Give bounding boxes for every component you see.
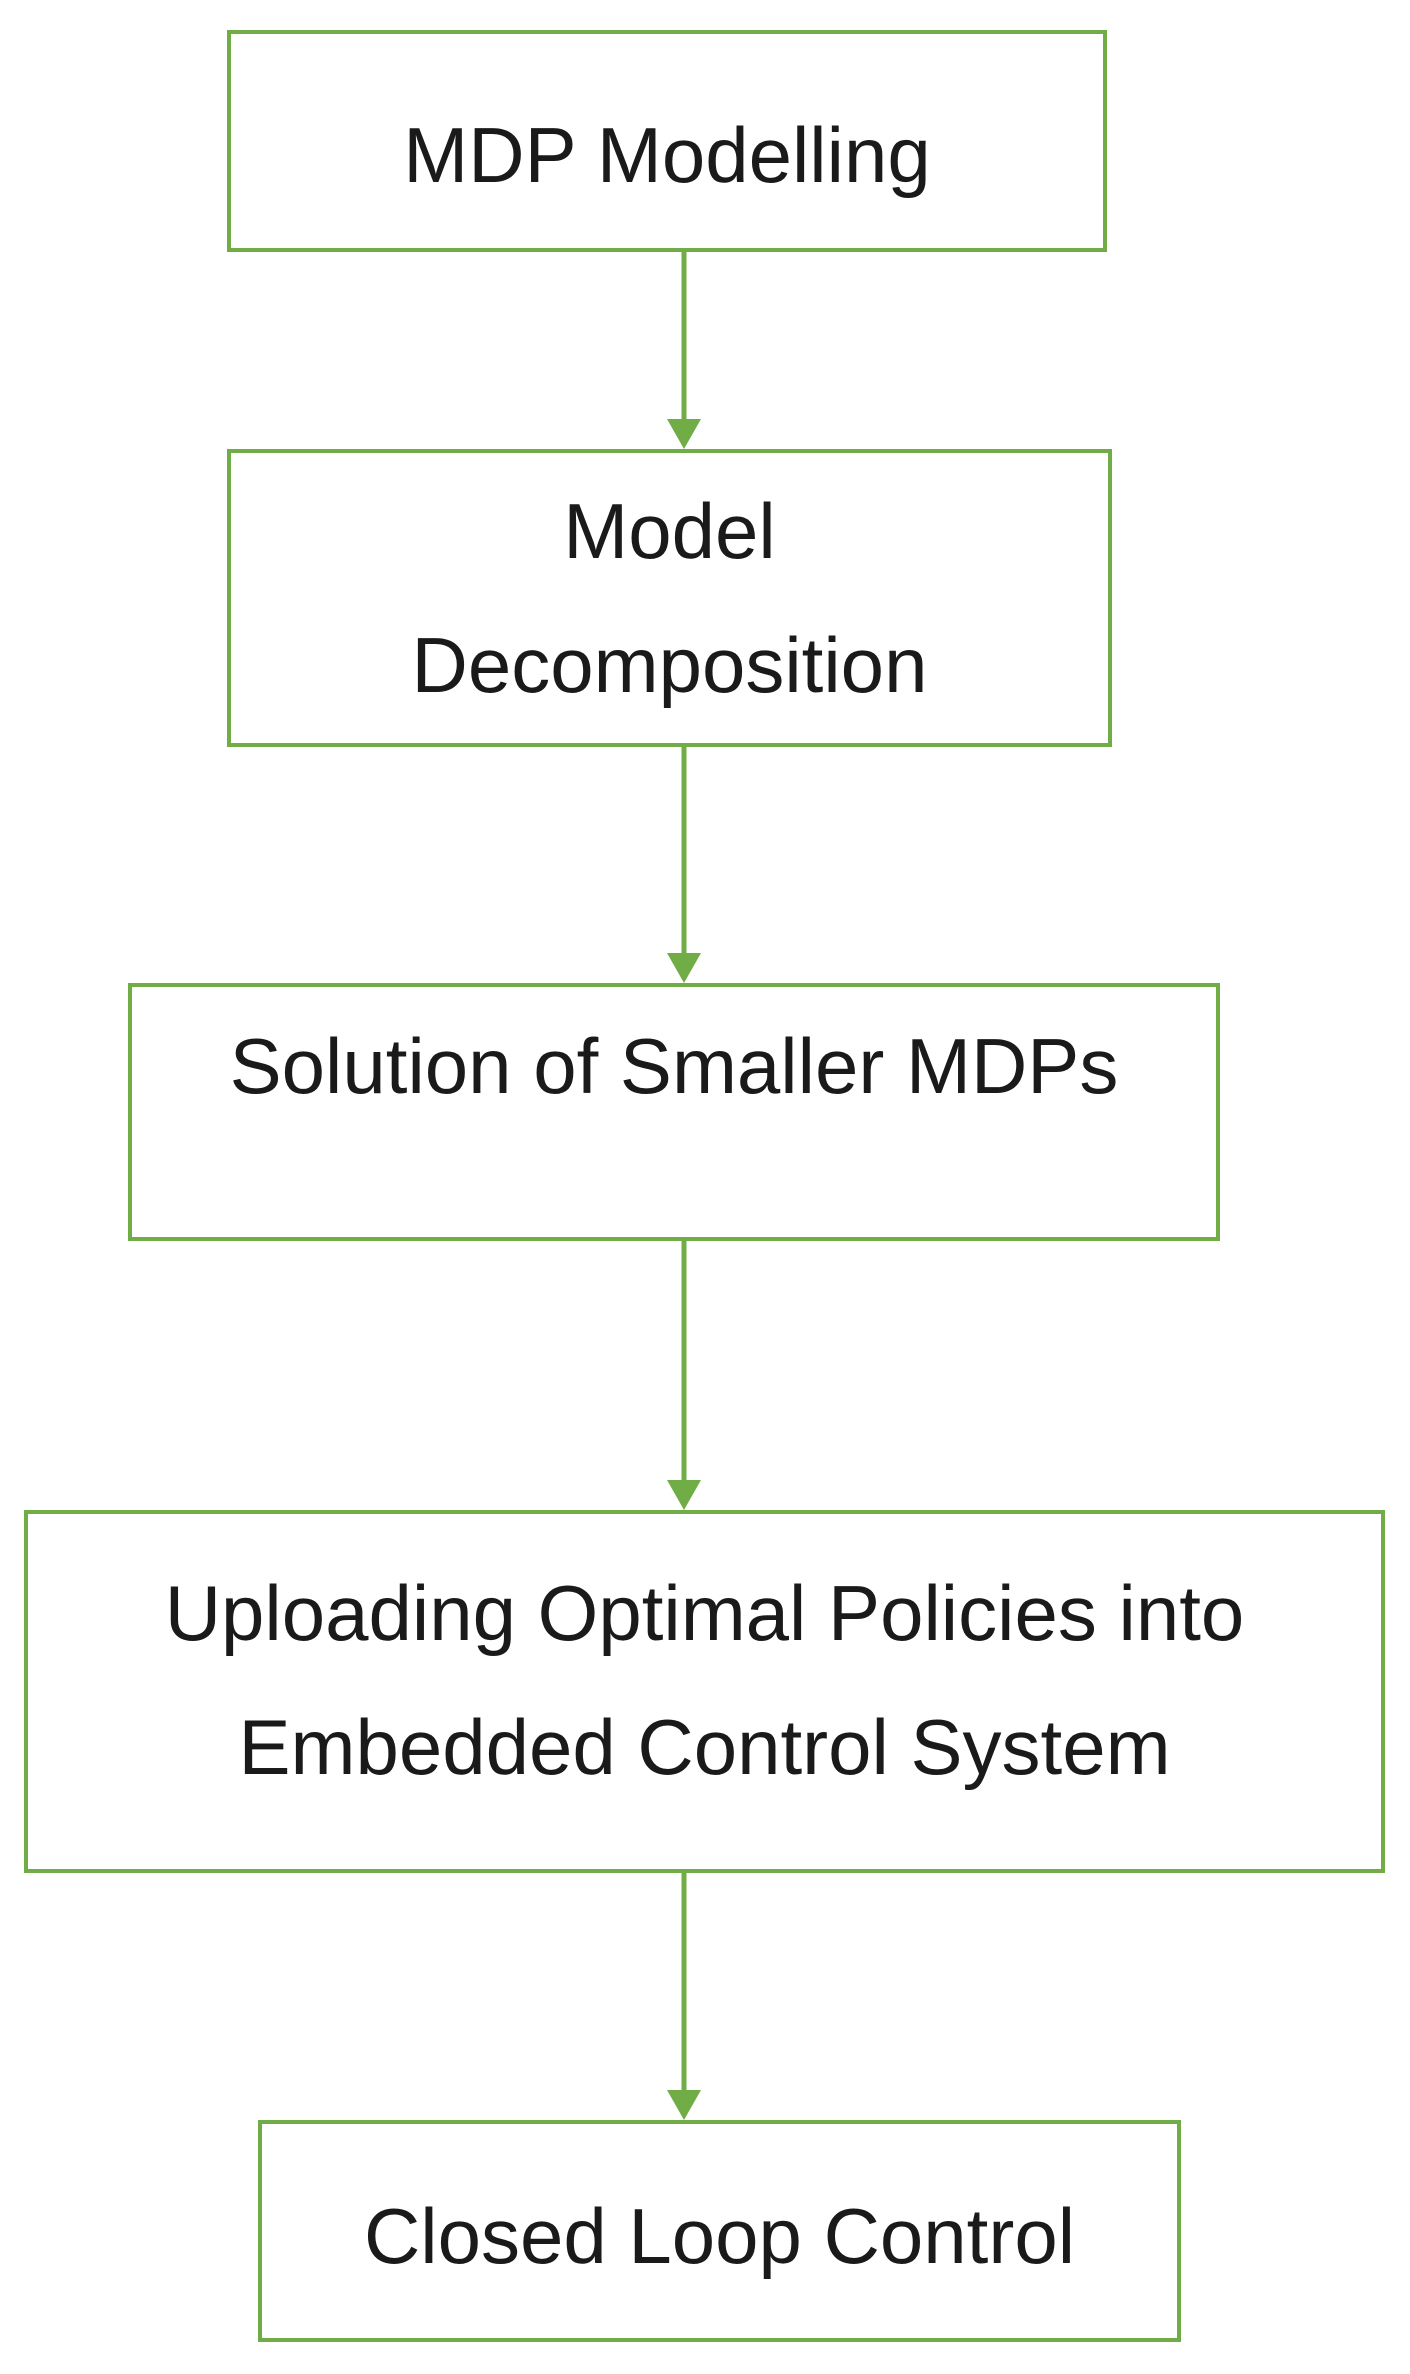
arrow-head: [667, 953, 701, 983]
step-label-line-1: Uploading Optimal Policies into: [164, 1569, 1245, 1657]
step-label: MDP Modelling: [403, 111, 931, 199]
step-solution-smaller-mdps: Solution of Smaller MDPs: [128, 983, 1220, 1241]
step-label: Closed Loop Control: [363, 2192, 1076, 2280]
arrow-modelling-to-decomposition: [667, 252, 701, 449]
arrow-head: [667, 419, 701, 449]
arrow-head: [667, 1480, 701, 1510]
step-label-line-2: Decomposition: [411, 621, 928, 709]
step-label: Solution of Smaller MDPs: [229, 1022, 1119, 1110]
arrow-head: [667, 2090, 701, 2120]
step-upload-policies: Uploading Optimal Policies into Embedded…: [24, 1510, 1385, 1873]
arrow-upload-to-control: [667, 1873, 701, 2120]
step-closed-loop-control: Closed Loop Control: [258, 2120, 1181, 2342]
step-model-decomposition: Model Decomposition: [227, 449, 1112, 747]
step-label-line-1: Model: [563, 487, 776, 575]
arrow-decomposition-to-solution: [667, 747, 701, 983]
step-label-line-2: Embedded Control System: [238, 1703, 1171, 1791]
step-mdp-modelling: MDP Modelling: [227, 30, 1107, 252]
arrow-solution-to-upload: [667, 1241, 701, 1510]
